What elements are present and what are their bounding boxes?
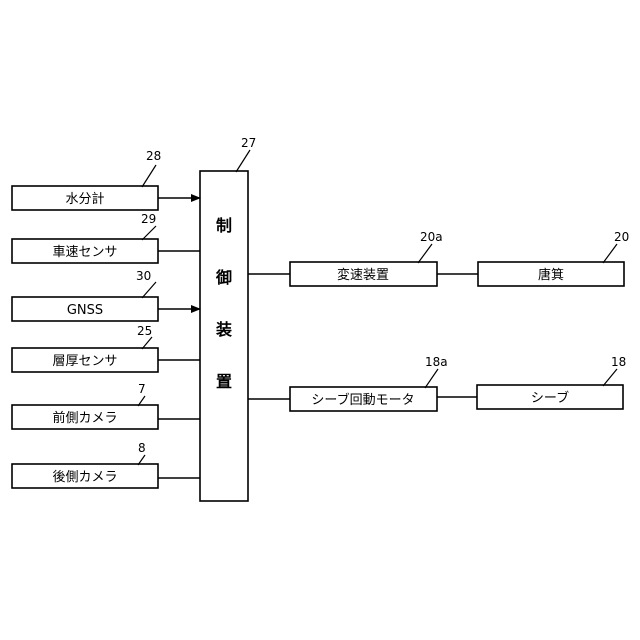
gnss-label: GNSS [67, 303, 103, 318]
vehicle-speed-sensor-ref-leader [142, 226, 156, 240]
control-unit-char-4: 置 [216, 372, 232, 391]
vehicle-speed-sensor-label: 車速センサ [52, 245, 117, 260]
moisture-meter-ref-leader [142, 165, 156, 187]
input-vehicle-speed-sensor: 車速センサ 29 [12, 212, 200, 263]
output-sieve-motor: シーブ回動モータ 18a シーブ 18 [248, 355, 626, 411]
input-layer-thickness-sensor: 層厚センサ 25 [12, 324, 200, 372]
rear-camera-label: 後側カメラ [52, 470, 117, 485]
sieve-label: シーブ [531, 390, 569, 406]
input-front-camera: 前側カメラ 7 [12, 382, 200, 429]
layer-thickness-sensor-ref: 25 [137, 324, 152, 338]
control-unit: 制 御 装 置 27 [200, 136, 256, 501]
front-camera-ref: 7 [138, 382, 146, 396]
moisture-meter-ref: 28 [146, 149, 161, 163]
front-camera-label: 前側カメラ [52, 410, 117, 426]
transmission-label: 変速装置 [337, 267, 389, 283]
gnss-ref-leader [142, 282, 156, 298]
sieve-ref-leader [603, 369, 617, 386]
sieve-motor-ref: 18a [425, 355, 448, 369]
control-unit-char-3: 装 [215, 320, 232, 339]
sieve-motor-ref-leader [425, 369, 438, 388]
sieve-motor-label: シーブ回動モータ [311, 392, 414, 408]
output-transmission: 変速装置 20a 唐箕 20 [248, 230, 629, 286]
transmission-ref: 20a [420, 230, 443, 244]
input-moisture-meter: 水分計 28 [12, 149, 200, 210]
control-unit-char-2: 御 [215, 268, 232, 287]
winnower-ref-leader [603, 244, 617, 263]
layer-thickness-sensor-label: 層厚センサ [52, 354, 117, 369]
control-unit-char-1: 制 [216, 216, 232, 235]
rear-camera-ref: 8 [138, 441, 146, 455]
control-unit-ref: 27 [241, 136, 256, 150]
vehicle-speed-sensor-ref: 29 [141, 212, 156, 226]
input-gnss: GNSS 30 [12, 269, 200, 321]
sieve-ref: 18 [611, 355, 626, 369]
input-rear-camera: 後側カメラ 8 [12, 441, 200, 488]
control-unit-ref-leader [236, 150, 250, 172]
moisture-meter-label: 水分計 [65, 191, 104, 207]
winnower-label: 唐箕 [538, 267, 564, 283]
winnower-ref: 20 [614, 230, 629, 244]
gnss-ref: 30 [136, 269, 151, 283]
transmission-ref-leader [418, 244, 432, 263]
